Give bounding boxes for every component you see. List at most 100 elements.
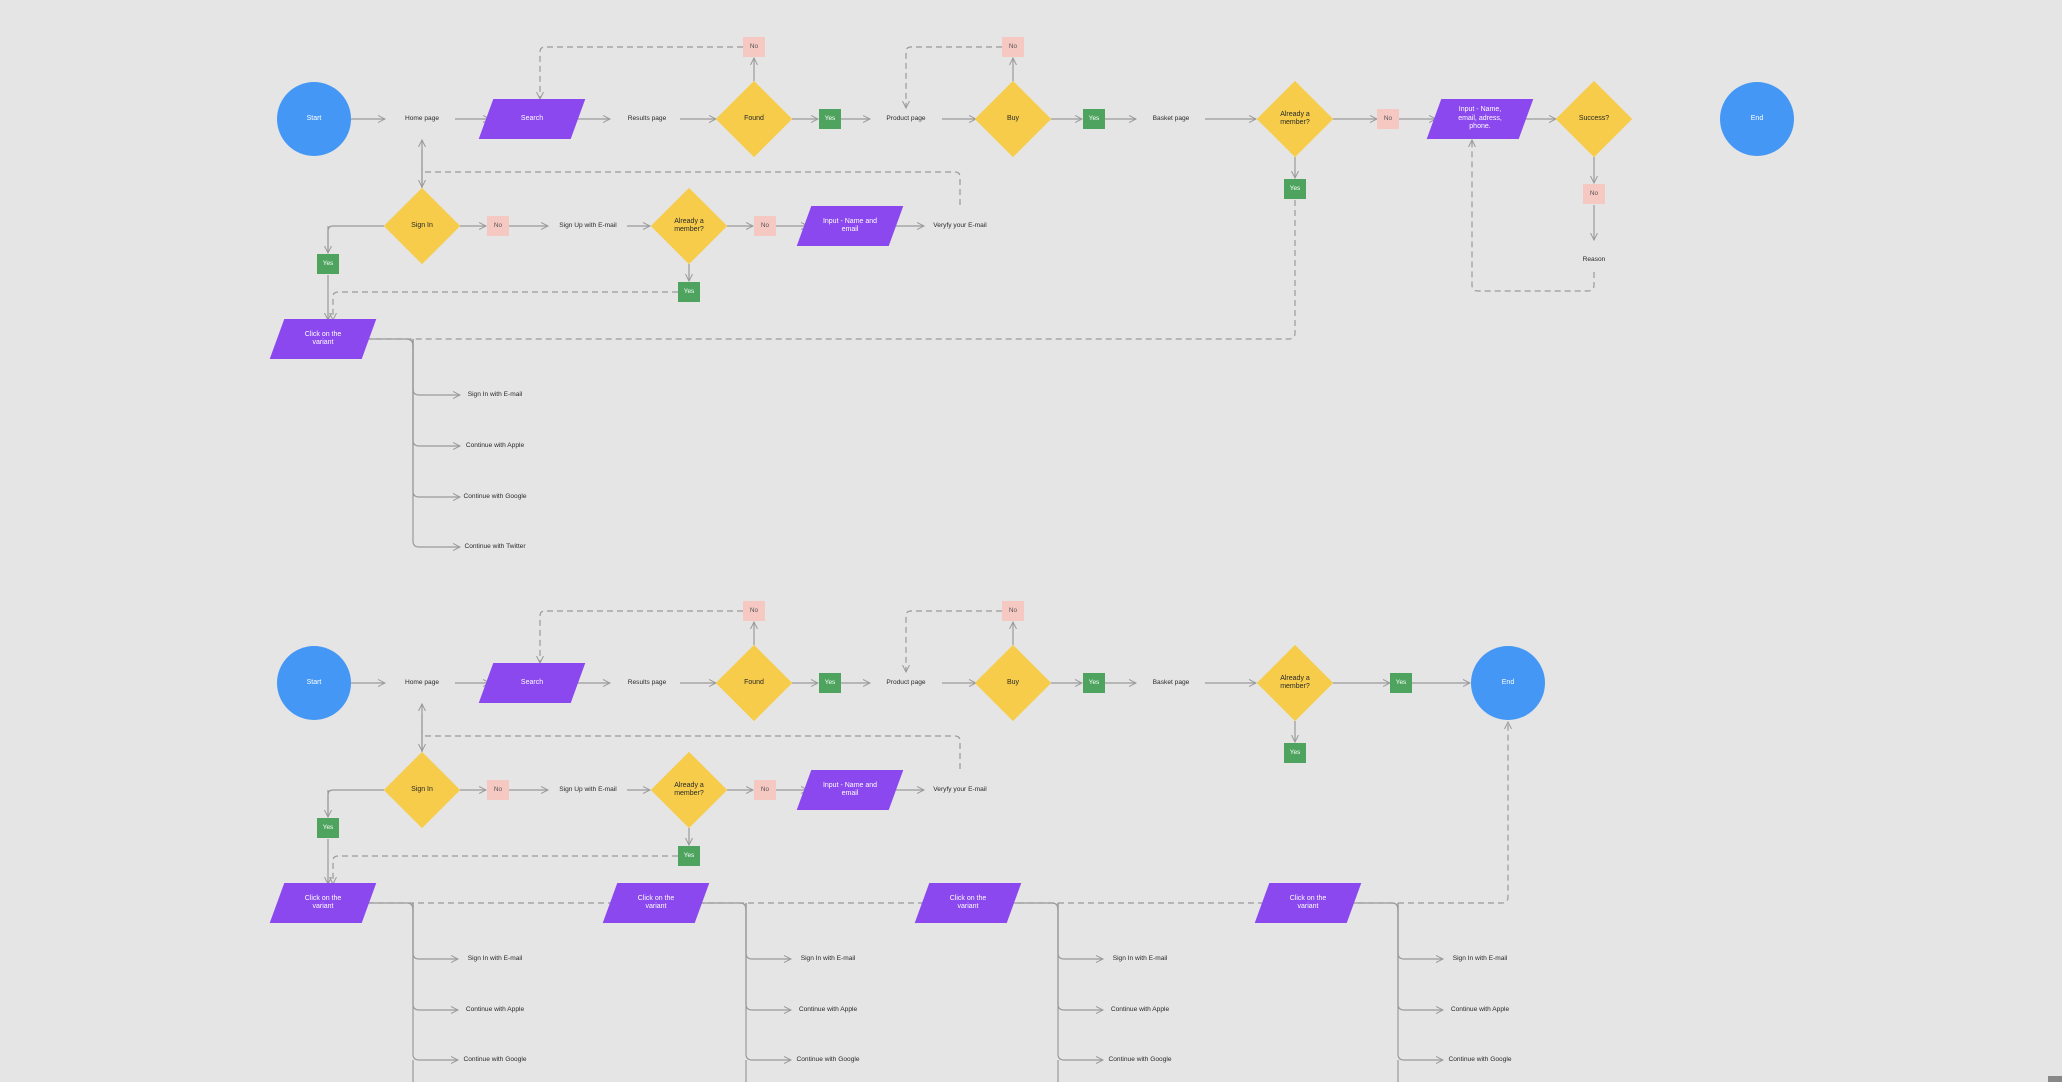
verify-email-node[interactable]: Veryfy your E-mail <box>928 780 992 800</box>
found-decision[interactable]: Found <box>715 80 793 158</box>
yes-badge[interactable]: Yes <box>678 282 700 302</box>
sign-in-decision[interactable]: Sign In <box>383 187 461 265</box>
node-label: Sign In with E-mail <box>1112 954 1168 962</box>
node-label: Continue with Apple <box>465 1005 525 1013</box>
yes-badge[interactable]: Yes <box>1083 109 1105 129</box>
no-badge[interactable]: No <box>487 780 509 800</box>
no-badge[interactable]: No <box>1583 184 1605 204</box>
found-decision[interactable]: Found <box>715 644 793 722</box>
search-node[interactable]: Search <box>478 99 586 139</box>
auth-option-node[interactable]: Continue with Apple <box>1108 1000 1172 1020</box>
input-name-email-node[interactable]: Input - Name and email <box>796 206 904 246</box>
sign-in-decision[interactable]: Sign In <box>383 751 461 829</box>
auth-option-node[interactable]: Continue with Google <box>463 1050 527 1070</box>
end-node[interactable]: End <box>1720 82 1794 156</box>
node-label: Yes <box>1088 114 1100 122</box>
node-label: Continue with Apple <box>798 1005 858 1013</box>
sign-up-email-node[interactable]: Sign Up with E-mail <box>556 216 620 236</box>
auth-option-node[interactable]: Continue with Google <box>1108 1050 1172 1070</box>
input-details-node[interactable]: Input - Name, email, adress, phone. <box>1426 99 1534 139</box>
yes-badge[interactable]: Yes <box>317 818 339 838</box>
node-label: Sign In with E-mail <box>467 390 523 398</box>
home-page-node[interactable]: Home page <box>390 109 454 129</box>
results-page-node[interactable]: Results page <box>615 673 679 693</box>
auth-option-node[interactable]: Continue with Google <box>463 487 527 507</box>
canvas-scrollbar[interactable] <box>2048 1076 2062 1082</box>
node-label: Continue with Google <box>463 492 527 500</box>
auth-option-node[interactable]: Sign In with E-mail <box>1448 949 1512 969</box>
no-badge[interactable]: No <box>743 601 765 621</box>
yes-badge[interactable]: Yes <box>678 846 700 866</box>
start-node[interactable]: Start <box>277 82 351 156</box>
node-label: Sign In with E-mail <box>1452 954 1508 962</box>
already-member-decision[interactable]: Already a member? <box>650 751 728 829</box>
click-variant-node[interactable]: Click on the variant <box>269 319 377 359</box>
auth-option-node[interactable]: Continue with Google <box>1448 1050 1512 1070</box>
node-label: Home page <box>404 678 440 686</box>
no-badge[interactable]: No <box>743 37 765 57</box>
auth-option-node[interactable]: Sign In with E-mail <box>463 385 527 405</box>
node-label: Search <box>520 114 544 122</box>
node-label: Product page <box>886 678 926 686</box>
yes-badge[interactable]: Yes <box>1390 673 1412 693</box>
click-variant-node[interactable]: Click on the variant <box>1254 883 1362 923</box>
sign-up-email-node[interactable]: Sign Up with E-mail <box>556 780 620 800</box>
basket-page-node[interactable]: Basket page <box>1139 673 1203 693</box>
node-label: Already a member? <box>1280 110 1310 127</box>
no-badge[interactable]: No <box>1002 601 1024 621</box>
click-variant-node[interactable]: Click on the variant <box>269 883 377 923</box>
auth-option-node[interactable]: Sign In with E-mail <box>463 949 527 969</box>
yes-badge[interactable]: Yes <box>1284 743 1306 763</box>
auth-option-node[interactable]: Sign In with E-mail <box>796 949 860 969</box>
dashed-connector <box>333 291 678 320</box>
node-label: Yes <box>1395 678 1407 686</box>
buy-decision[interactable]: Buy <box>974 80 1052 158</box>
auth-option-node[interactable]: Sign In with E-mail <box>1108 949 1172 969</box>
reason-node[interactable]: Reason <box>1562 250 1626 270</box>
no-badge[interactable]: No <box>754 780 776 800</box>
results-page-node[interactable]: Results page <box>615 109 679 129</box>
success-decision[interactable]: Success? <box>1555 80 1633 158</box>
already-member-decision[interactable]: Already a member? <box>1256 80 1334 158</box>
no-badge[interactable]: No <box>754 216 776 236</box>
auth-option-node[interactable]: Continue with Apple <box>796 1000 860 1020</box>
already-member-decision[interactable]: Already a member? <box>650 187 728 265</box>
node-label: Continue with Apple <box>465 441 525 449</box>
input-name-email-node[interactable]: Input - Name and email <box>796 770 904 810</box>
already-member-decision[interactable]: Already a member? <box>1256 644 1334 722</box>
auth-option-node[interactable]: Continue with Apple <box>463 436 527 456</box>
buy-decision[interactable]: Buy <box>974 644 1052 722</box>
start-node[interactable]: Start <box>277 646 351 720</box>
search-node[interactable]: Search <box>478 663 586 703</box>
basket-page-node[interactable]: Basket page <box>1139 109 1203 129</box>
yes-badge[interactable]: Yes <box>1083 673 1105 693</box>
dashed-connector <box>421 730 961 769</box>
click-variant-node[interactable]: Click on the variant <box>602 883 710 923</box>
dashed-connector <box>540 46 743 99</box>
node-label: Yes <box>683 851 695 859</box>
yes-badge[interactable]: Yes <box>819 109 841 129</box>
node-label: No <box>493 221 503 229</box>
auth-option-node[interactable]: Continue with Google <box>796 1050 860 1070</box>
home-page-node[interactable]: Home page <box>390 673 454 693</box>
yes-badge[interactable]: Yes <box>1284 179 1306 199</box>
node-label: Click on the variant <box>637 894 675 911</box>
node-label: Continue with Google <box>796 1055 860 1063</box>
node-label: Basket page <box>1152 678 1190 686</box>
verify-email-node[interactable]: Veryfy your E-mail <box>928 216 992 236</box>
node-label: Sign Up with E-mail <box>559 785 617 793</box>
end-node[interactable]: End <box>1471 646 1545 720</box>
click-variant-node[interactable]: Click on the variant <box>914 883 1022 923</box>
node-label: Product page <box>886 114 926 122</box>
auth-option-node[interactable]: Continue with Twitter <box>463 537 527 557</box>
product-page-node[interactable]: Product page <box>874 109 938 129</box>
no-badge[interactable]: No <box>487 216 509 236</box>
node-label: No <box>493 785 503 793</box>
yes-badge[interactable]: Yes <box>819 673 841 693</box>
auth-option-node[interactable]: Continue with Apple <box>1448 1000 1512 1020</box>
no-badge[interactable]: No <box>1002 37 1024 57</box>
yes-badge[interactable]: Yes <box>317 254 339 274</box>
auth-option-node[interactable]: Continue with Apple <box>463 1000 527 1020</box>
product-page-node[interactable]: Product page <box>874 673 938 693</box>
no-badge[interactable]: No <box>1377 109 1399 129</box>
